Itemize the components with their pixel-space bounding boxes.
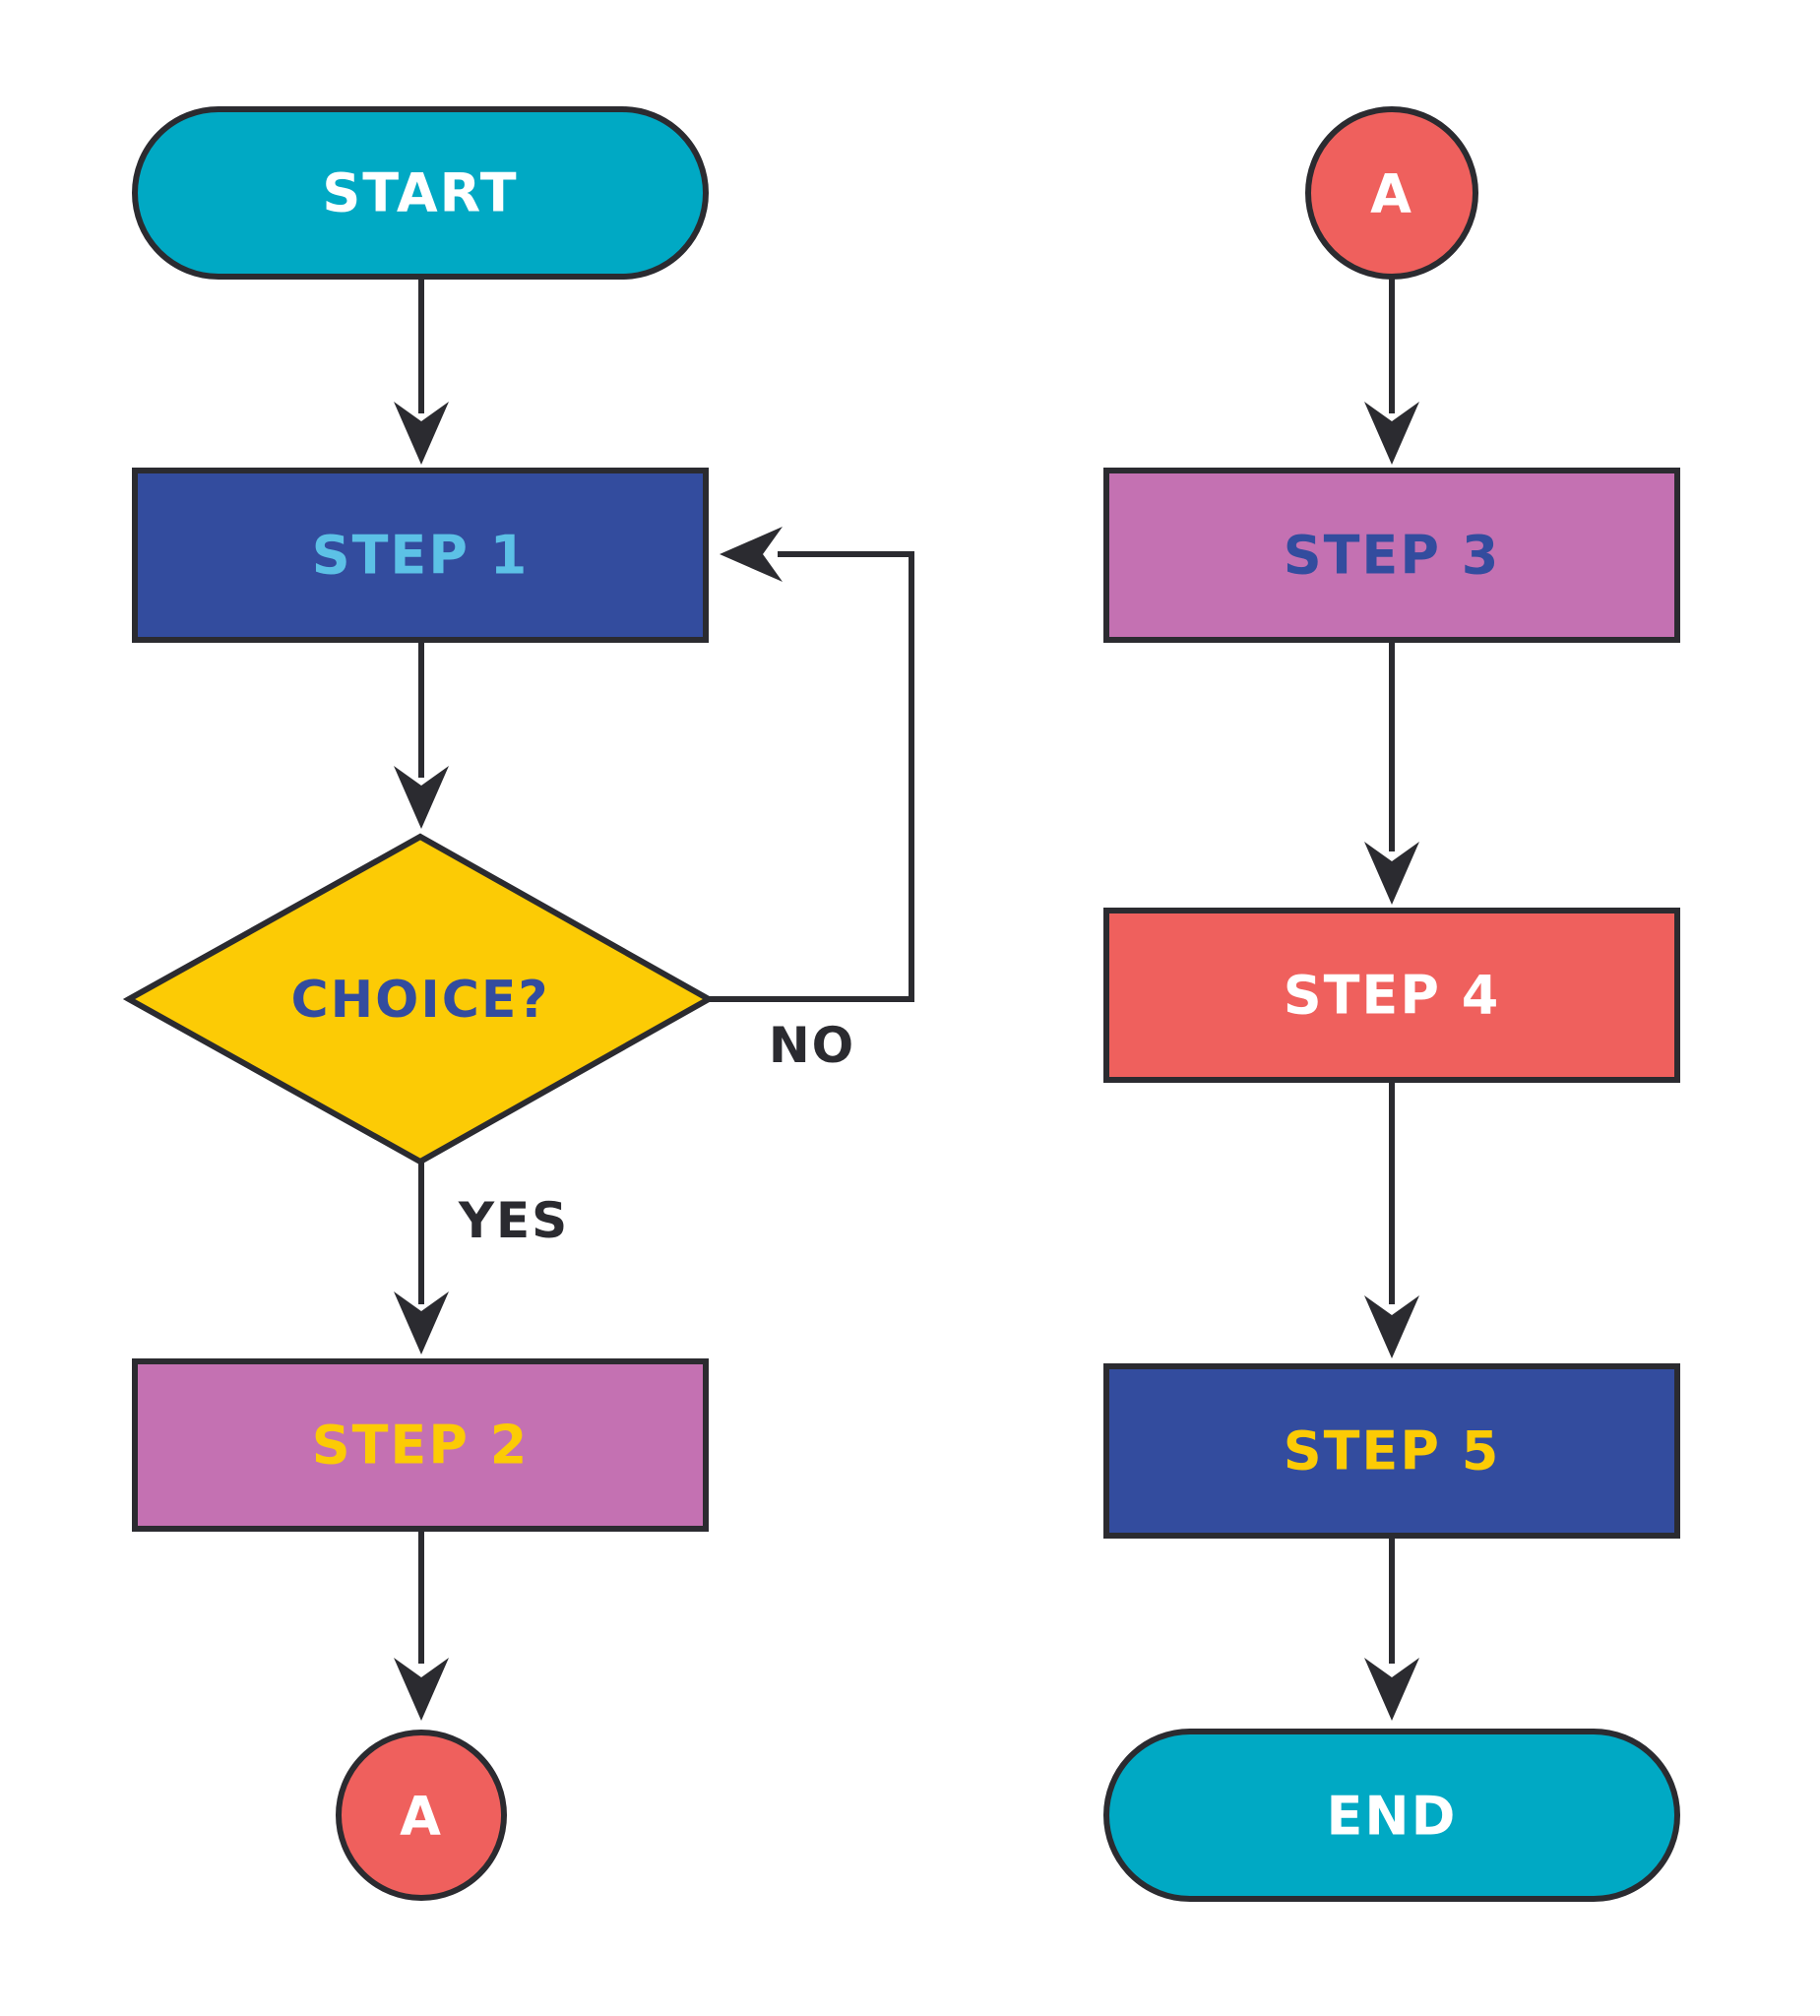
choice-label: CHOICE? <box>290 971 549 1030</box>
connector-in-label: A <box>1370 163 1413 225</box>
node-choice: CHOICE? <box>122 833 716 1166</box>
step5-label: STEP 5 <box>1284 1420 1501 1482</box>
nodes: START STEP 1 CHOICE? STEP 2 A A <box>122 106 1680 1902</box>
node-step4: STEP 4 <box>1103 908 1680 1083</box>
step2-shape <box>132 1358 709 1532</box>
step5-shape <box>1103 1363 1680 1539</box>
arrowhead-step1-no <box>720 527 783 582</box>
end-label: END <box>1327 1786 1458 1848</box>
node-step3: STEP 3 <box>1103 468 1680 643</box>
arrowhead-step3 <box>1364 402 1419 465</box>
edges <box>418 276 1395 1664</box>
arrowhead-step1 <box>394 402 449 465</box>
node-end: END <box>1103 1729 1680 1902</box>
node-start: START <box>132 106 709 280</box>
edge-choice-to-step1-no <box>709 551 914 1002</box>
arrowheads <box>394 402 1419 1721</box>
start-shape <box>132 106 709 280</box>
node-connector-out: A <box>336 1730 507 1901</box>
arrowhead-end <box>1364 1658 1419 1721</box>
arrowhead-connector-out <box>394 1658 449 1721</box>
connector-out-label: A <box>400 1786 443 1848</box>
connector-in-shape <box>1305 106 1478 280</box>
step3-shape <box>1103 468 1680 643</box>
step1-label: STEP 1 <box>312 525 530 587</box>
edge-label-no: NO <box>769 1017 855 1074</box>
arrowhead-step4 <box>1364 842 1419 905</box>
edge-labels: NO YES <box>458 1017 855 1249</box>
arrowhead-step5 <box>1364 1295 1419 1358</box>
step3-label: STEP 3 <box>1284 525 1501 587</box>
end-shape <box>1103 1729 1680 1902</box>
start-label: START <box>322 162 518 224</box>
node-connector-in: A <box>1305 106 1478 280</box>
step4-shape <box>1103 908 1680 1083</box>
node-step5: STEP 5 <box>1103 1363 1680 1539</box>
step2-label: STEP 2 <box>312 1415 530 1477</box>
arrowhead-choice <box>394 766 449 829</box>
edge-label-yes: YES <box>458 1192 569 1249</box>
choice-shape <box>122 833 716 1166</box>
step4-label: STEP 4 <box>1284 965 1501 1027</box>
node-step2: STEP 2 <box>132 1358 709 1532</box>
node-step1: STEP 1 <box>132 468 709 643</box>
connector-out-shape <box>336 1730 507 1901</box>
step1-shape <box>132 468 709 643</box>
arrowhead-step2 <box>394 1292 449 1354</box>
